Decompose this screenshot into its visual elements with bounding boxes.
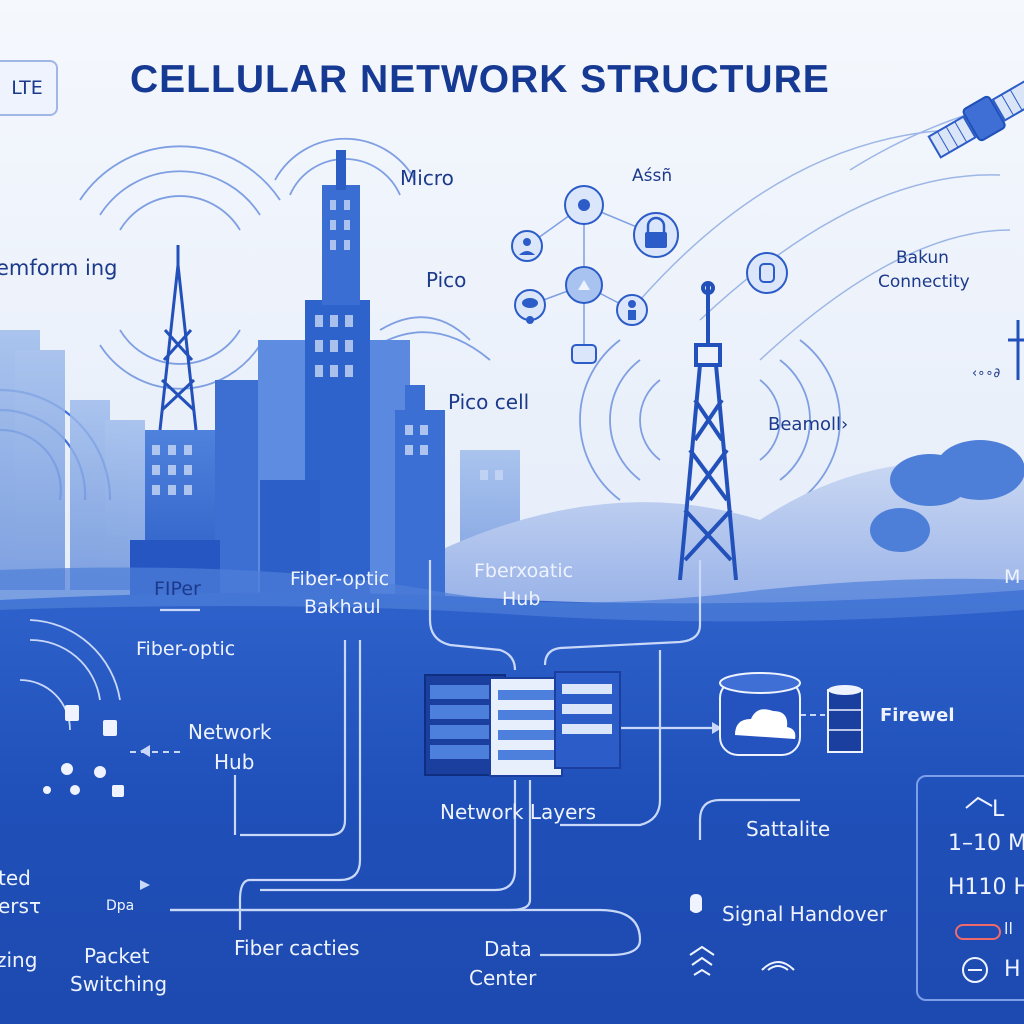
- label-backup-line2: Connectity: [878, 272, 970, 292]
- server-racks: [424, 671, 621, 777]
- circle-node-icon: [564, 185, 604, 225]
- fiber-cables: [160, 560, 800, 957]
- lock-icon: [633, 212, 679, 258]
- label-fiber-optic-backhaul-line2: Bakhaul: [304, 596, 381, 618]
- background-skyline: [0, 330, 520, 590]
- label-network-layers: Network Layers: [440, 800, 597, 824]
- label-data-center-line1: Data: [484, 937, 532, 961]
- legend-item-1: L: [992, 797, 1005, 822]
- label-network-hub-line2: Hub: [214, 750, 255, 774]
- firewall-database-icon: [827, 685, 863, 753]
- ground-edge: [0, 567, 1024, 622]
- left-tower-signal-waves: [79, 145, 281, 390]
- label-small-mark: ‹∘∘∂: [972, 366, 1001, 381]
- legend-box: L 1–10 M H110 H ll H: [916, 775, 1024, 1001]
- left-cell-tower: [158, 245, 198, 431]
- page-title: CELLULAR NETWORK STRUCTURE: [130, 58, 830, 101]
- label-beamoll: Beamoll›: [768, 414, 849, 435]
- lte-badge: LTE: [0, 60, 58, 116]
- label-pico-cell: Pico cell: [448, 390, 530, 414]
- label-left-bottom-3: zing: [0, 948, 38, 972]
- cloud-user-icon: [514, 289, 546, 324]
- label-beamforming: emform ing: [0, 256, 118, 280]
- right-tower-signal-waves: [579, 339, 841, 501]
- packet-icons: [43, 705, 124, 797]
- legend-shapes: [962, 796, 993, 983]
- hub-node-icon: [565, 266, 603, 304]
- label-fiber-optic: Fiber-optic: [136, 638, 236, 660]
- person-icon: [616, 294, 648, 326]
- label-fiber-short: FIPer: [154, 578, 201, 600]
- far-right-antenna: [1008, 320, 1024, 380]
- label-network-hub-line1: Network: [188, 720, 272, 744]
- legend-item-4: ll: [1004, 919, 1013, 938]
- label-packet-switching-line1: Packet: [84, 944, 150, 968]
- building-windows: [152, 200, 503, 495]
- label-data-center-line2: Center: [469, 966, 537, 990]
- label-packet-switching-line2: Switching: [70, 972, 168, 996]
- legend-item-2: 1–10 M: [948, 831, 1024, 856]
- label-left-bottom-2: ersτ: [0, 894, 41, 918]
- label-left-bottom-1: ted: [0, 866, 31, 890]
- label-fiberoptic-hub-line1: Fberxoatic: [474, 560, 574, 582]
- label-fiber-optic-backhaul-line1: Fiber-optic: [290, 568, 390, 590]
- badge-icon: [746, 252, 788, 294]
- label-right-edge: M: [1004, 566, 1021, 588]
- label-dpa: Dpa: [106, 898, 135, 914]
- label-pico: Pico: [426, 268, 467, 292]
- label-backup-line1: Bakun: [896, 248, 949, 268]
- legend-item-5: H: [1004, 957, 1021, 982]
- label-assets: Aśsñ: [632, 166, 673, 186]
- handover-icons: [689, 894, 795, 976]
- trees: [870, 440, 1024, 552]
- label-signal-handover: Signal Handover: [722, 902, 888, 926]
- label-fiber-cables: Fiber cacties: [234, 936, 360, 960]
- label-satellite: Sattalite: [746, 817, 831, 841]
- label-firewall: Firewel: [880, 705, 955, 726]
- database-small-icon: [571, 344, 597, 364]
- label-micro: Micro: [400, 166, 454, 190]
- user-icon: [511, 230, 543, 262]
- right-cell-tower: [678, 281, 738, 581]
- legend-pill: [955, 924, 1001, 940]
- label-fiberoptic-hub-line2: Hub: [502, 588, 541, 610]
- legend-item-3: H110 H: [948, 875, 1024, 900]
- satellite-icon: [927, 78, 1024, 159]
- cloud-storage-icon: [719, 672, 801, 756]
